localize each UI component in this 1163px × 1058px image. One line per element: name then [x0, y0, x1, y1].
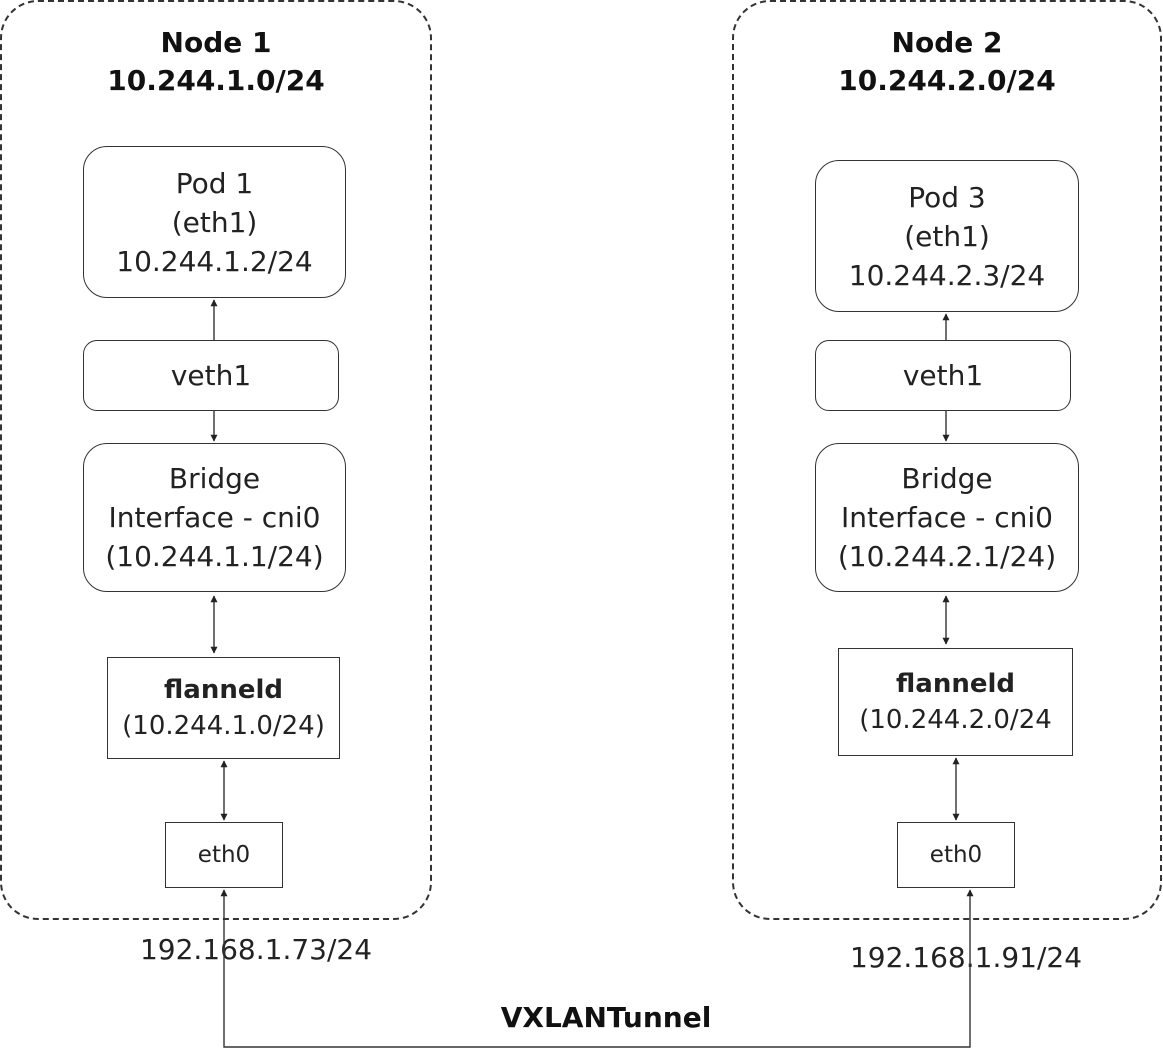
node-2-veth-box: veth1 — [815, 340, 1071, 411]
node-1-pod-name: Pod 1 — [175, 166, 254, 200]
node-1-flanneld-name: flanneld — [164, 675, 283, 705]
node-2-flanneld-box: flanneld (10.244.2.0/24 — [838, 648, 1073, 756]
node-2-title: Node 2 10.244.2.0/24 — [732, 24, 1162, 100]
node-1-host-ip: 192.168.1.73/24 — [139, 933, 373, 966]
node-2-bridge-line2: Interface - cni0 — [841, 501, 1053, 534]
node-2-flanneld-name: flanneld — [896, 669, 1015, 699]
node-2-pod-name: Pod 3 — [908, 180, 986, 214]
vxlan-tunnel-path — [220, 889, 974, 1048]
node-2-pod-iface: (eth1) — [904, 219, 990, 253]
node-2-subnet: 10.244.2.0/24 — [838, 64, 1056, 97]
node-1-title: Node 1 10.244.1.0/24 — [0, 24, 432, 100]
node-2-pod-box: Pod 3 (eth1) 10.244.2.3/24 — [815, 160, 1079, 312]
node-1-pod-ip: 10.244.1.2/24 — [116, 244, 313, 278]
node-1-bridge-box: Bridge Interface - cni0 (10.244.1.1/24) — [83, 443, 346, 592]
node-2-eth0-label: eth0 — [929, 841, 983, 868]
node-2-bridge-line3: (10.244.2.1/24) — [837, 540, 1057, 573]
node-2-frame — [732, 0, 1162, 920]
node-1-veth-label: veth1 — [170, 359, 252, 392]
node-1-veth-box: veth1 — [83, 340, 339, 411]
node-1-pod-iface: (eth1) — [171, 205, 258, 239]
node-1-eth0-label: eth0 — [197, 841, 251, 868]
node-2-veth-label: veth1 — [902, 359, 984, 392]
node-1-name: Node 1 — [160, 26, 272, 59]
node-1-pod-box: Pod 1 (eth1) 10.244.1.2/24 — [83, 146, 346, 298]
node-1-bridge-line2: Interface - cni0 — [108, 501, 321, 534]
node-1-bridge-line1: Bridge — [168, 462, 261, 495]
node-1-frame — [0, 0, 432, 920]
node-2-pod-ip: 10.244.2.3/24 — [848, 258, 1046, 292]
node-1-flanneld-box: flanneld (10.244.1.0/24) — [107, 657, 340, 759]
node-1-bridge-line3: (10.244.1.1/24) — [105, 540, 324, 573]
node-2-host-ip: 192.168.1.91/24 — [849, 941, 1083, 974]
node-1-flanneld-subnet: (10.244.1.0/24) — [122, 711, 325, 741]
node-1-eth0-box: eth0 — [165, 822, 283, 888]
vxlan-tunnel-label: VXLANTunnel — [500, 1001, 712, 1034]
node-2-bridge-box: Bridge Interface - cni0 (10.244.2.1/24) — [815, 443, 1079, 592]
node-2-eth0-box: eth0 — [897, 822, 1015, 888]
node-2-bridge-line1: Bridge — [901, 462, 993, 495]
node-1-subnet: 10.244.1.0/24 — [107, 64, 325, 97]
node-2-flanneld-subnet: (10.244.2.0/24 — [859, 705, 1052, 735]
node-2-name: Node 2 — [891, 26, 1003, 59]
